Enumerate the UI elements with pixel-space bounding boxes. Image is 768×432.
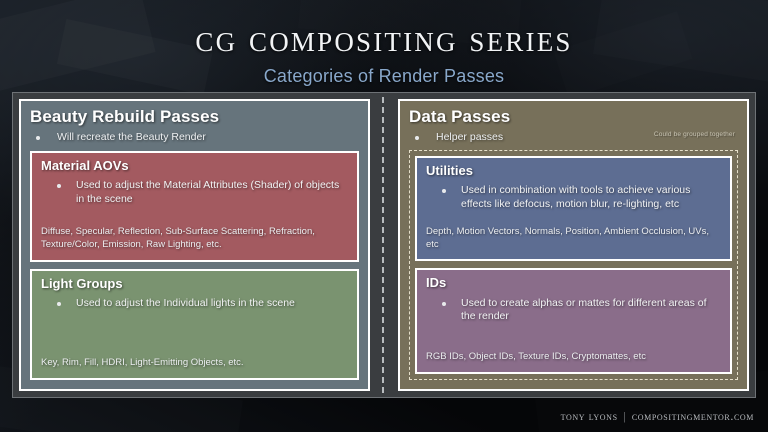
bullet-dot-icon <box>415 135 419 140</box>
panel-data-passes: Data Passes Helper passes Could be group… <box>398 99 749 391</box>
card-title-light-groups: Light Groups <box>41 275 123 291</box>
column-divider <box>382 97 386 393</box>
card-bullet-ids: Used to create alphas or mattes for diff… <box>442 297 721 324</box>
card-title-ids: IDs <box>426 275 447 291</box>
slide-header: CG Compositing Series Categories of Rend… <box>0 0 768 85</box>
panel-bullet-data: Helper passes <box>415 131 738 144</box>
card-bullet-utilities: Used in combination with tools to achiev… <box>442 184 721 211</box>
page-title: CG Compositing Series <box>195 18 573 60</box>
panel-bullet-text-beauty: Will recreate the Beauty Render <box>57 130 206 143</box>
left-column: Beauty Rebuild Passes Will recreate the … <box>13 93 376 397</box>
panel-title-beauty: Beauty Rebuild Passes <box>30 107 220 126</box>
card-examples-ids: RGB IDs, Object IDs, Texture IDs, Crypto… <box>426 351 646 363</box>
panel-beauty-rebuild-passes: Beauty Rebuild Passes Will recreate the … <box>19 99 370 391</box>
card-light-groups: Light Groups Used to adjust the Individu… <box>30 268 359 380</box>
bullet-dot-icon <box>57 184 61 189</box>
card-bullet-text-light-groups: Used to adjust the Individual lights in … <box>76 297 295 310</box>
grouped-passes-container: Utilities Used in combination with tools… <box>409 149 738 380</box>
card-ids: IDs Used to create alphas or mattes for … <box>415 268 732 374</box>
card-examples-material-aovs: Diffuse, Specular, Reflection, Sub-Surfa… <box>41 226 315 251</box>
panel-title-data: Data Passes <box>409 107 511 126</box>
diagram-board: Beauty Rebuild Passes Will recreate the … <box>12 92 756 398</box>
card-utilities: Utilities Used in combination with tools… <box>415 155 732 262</box>
panel-bullet-text-data: Helper passes <box>436 130 504 143</box>
beauty-card-stack: Material AOVs Used to adjust the Materia… <box>30 150 359 380</box>
card-bullet-text-ids: Used to create alphas or mattes for diff… <box>461 296 707 323</box>
card-bullet-light-groups: Used to adjust the Individual lights in … <box>57 297 348 311</box>
page-subtitle: Categories of Render Passes <box>263 66 505 86</box>
bullet-dot-icon <box>57 302 61 307</box>
card-bullet-text-material-aovs: Used to adjust the Material Attributes (… <box>76 179 340 205</box>
bullet-dot-icon <box>36 135 40 140</box>
card-bullet-material-aovs: Used to adjust the Material Attributes (… <box>57 179 348 206</box>
card-material-aovs: Material AOVs Used to adjust the Materia… <box>30 150 359 262</box>
footer-author: Tony Lyons <box>560 409 618 423</box>
bullet-dot-icon <box>442 301 446 306</box>
card-examples-utilities: Depth, Motion Vectors, Normals, Position… <box>426 225 710 250</box>
card-examples-light-groups: Key, Rim, Fill, HDRI, Light-Emitting Obj… <box>41 357 244 369</box>
card-title-utilities: Utilities <box>426 162 473 178</box>
footer-separator: | <box>623 409 627 423</box>
footer-credit: Tony Lyons | CompositingMentor.com <box>561 409 754 424</box>
footer-site: CompositingMentor.com <box>631 409 754 423</box>
bullet-dot-icon <box>442 189 446 194</box>
right-column: Data Passes Helper passes Could be group… <box>392 93 755 397</box>
data-card-stack: Utilities Used in combination with tools… <box>415 155 732 374</box>
panel-bullet-beauty: Will recreate the Beauty Render <box>36 131 359 144</box>
card-title-material-aovs: Material AOVs <box>41 157 129 173</box>
card-bullet-text-utilities: Used in combination with tools to achiev… <box>461 184 691 210</box>
grouping-note: Could be grouped together <box>653 131 735 138</box>
